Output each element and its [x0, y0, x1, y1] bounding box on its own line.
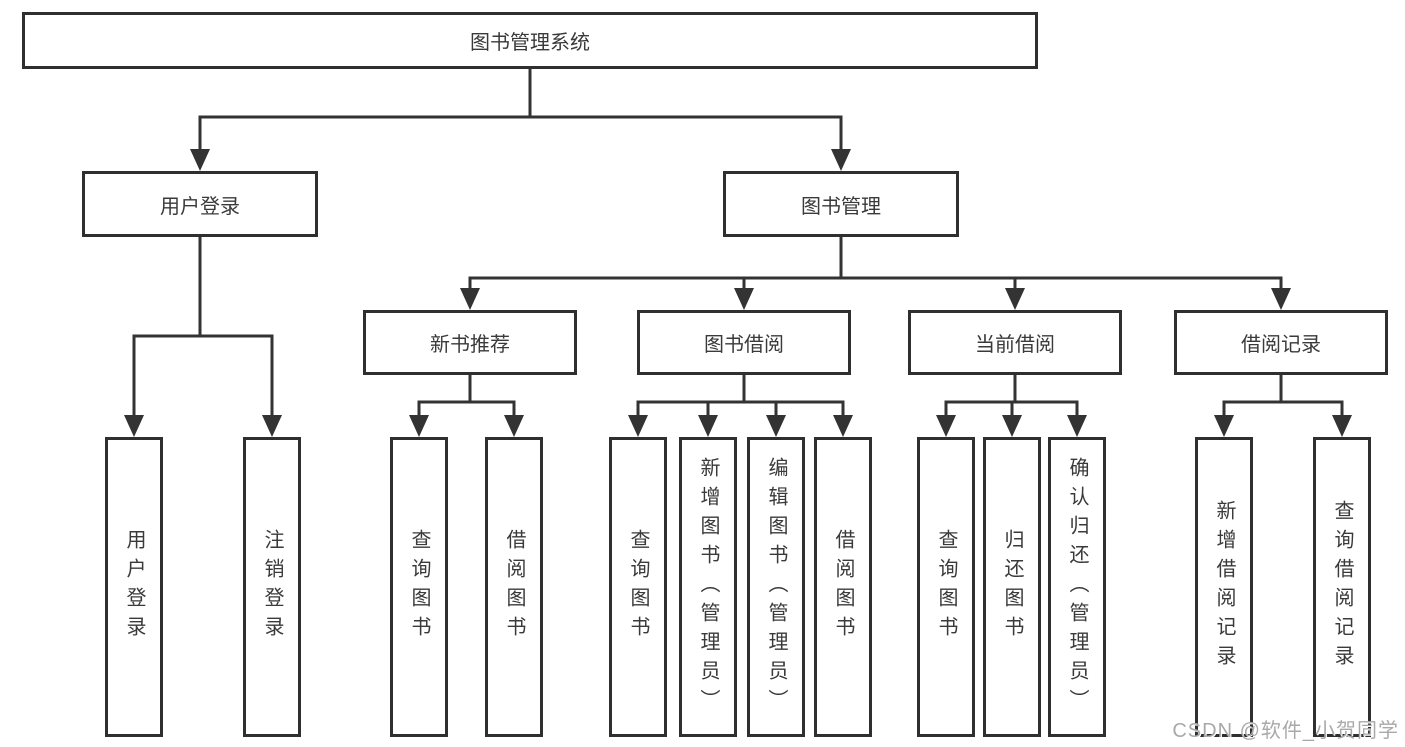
leaf-edit-books-admin: 编辑图书（管理员） [747, 437, 805, 737]
node-label: 图书管理系统 [470, 32, 590, 54]
connector-records-to-leaves [1214, 375, 1352, 437]
leaf-query-borrow-record: 查询借阅记录 [1313, 437, 1371, 737]
csdn-watermark: CSDN @软件_小贺同学 [1172, 720, 1399, 742]
connector-borrow-to-leaves [628, 375, 853, 437]
leaf-borrow-books: 借阅图书 [814, 437, 872, 737]
node-label: 图书管理 [801, 195, 881, 218]
connector-root-to-level2 [190, 69, 851, 171]
node-label: 用户登录 [123, 529, 145, 645]
leaf-user-login: 用户登录 [105, 437, 163, 737]
node-book-borrow: 图书借阅 [637, 310, 851, 375]
node-label: 新书推荐 [430, 334, 510, 356]
leaf-confirm-return-admin: 确认归还（管理员） [1048, 437, 1106, 737]
node-user-login: 用户登录 [82, 171, 318, 237]
leaf-query-books-borrow: 查询图书 [609, 437, 667, 737]
node-label: 编辑图书（管理员） [765, 456, 787, 718]
node-label: 用户登录 [160, 195, 240, 218]
node-label: 借阅图书 [832, 529, 854, 645]
leaf-add-books-admin: 新增图书（管理员） [679, 437, 737, 737]
node-label: 当前借阅 [975, 334, 1055, 356]
node-root-library-system: 图书管理系统 [22, 12, 1038, 69]
leaf-add-borrow-record: 新增借阅记录 [1195, 437, 1253, 737]
node-label: 确认归还（管理员） [1066, 456, 1088, 718]
node-label: 借阅记录 [1241, 334, 1321, 356]
node-new-book-recommend: 新书推荐 [363, 310, 577, 375]
node-label: 查询图书 [408, 529, 430, 645]
node-label: 注销登录 [261, 529, 283, 645]
node-label: 图书借阅 [704, 334, 784, 356]
leaf-query-books-current: 查询图书 [917, 437, 975, 737]
leaf-borrow-books-recommend: 借阅图书 [485, 437, 543, 737]
node-label: 借阅图书 [503, 529, 525, 645]
node-borrow-records: 借阅记录 [1174, 310, 1388, 375]
node-book-management: 图书管理 [723, 171, 959, 237]
node-label: 新增借阅记录 [1213, 500, 1235, 674]
leaf-return-books: 归还图书 [983, 437, 1041, 737]
leaf-query-books-recommend: 查询图书 [390, 437, 448, 737]
connector-mgmt-to-level3 [460, 237, 1291, 310]
leaf-logout: 注销登录 [243, 437, 301, 737]
node-current-borrow: 当前借阅 [908, 310, 1122, 375]
node-label: 查询图书 [935, 529, 957, 645]
node-label: 查询借阅记录 [1331, 500, 1353, 674]
connector-login-to-leaves [124, 237, 282, 437]
connector-recommend-to-leaves [409, 375, 524, 437]
node-label: 查询图书 [627, 529, 649, 645]
node-label: 新增图书（管理员） [697, 456, 719, 718]
connector-current-to-leaves [936, 375, 1087, 437]
node-label: 归还图书 [1001, 529, 1023, 645]
